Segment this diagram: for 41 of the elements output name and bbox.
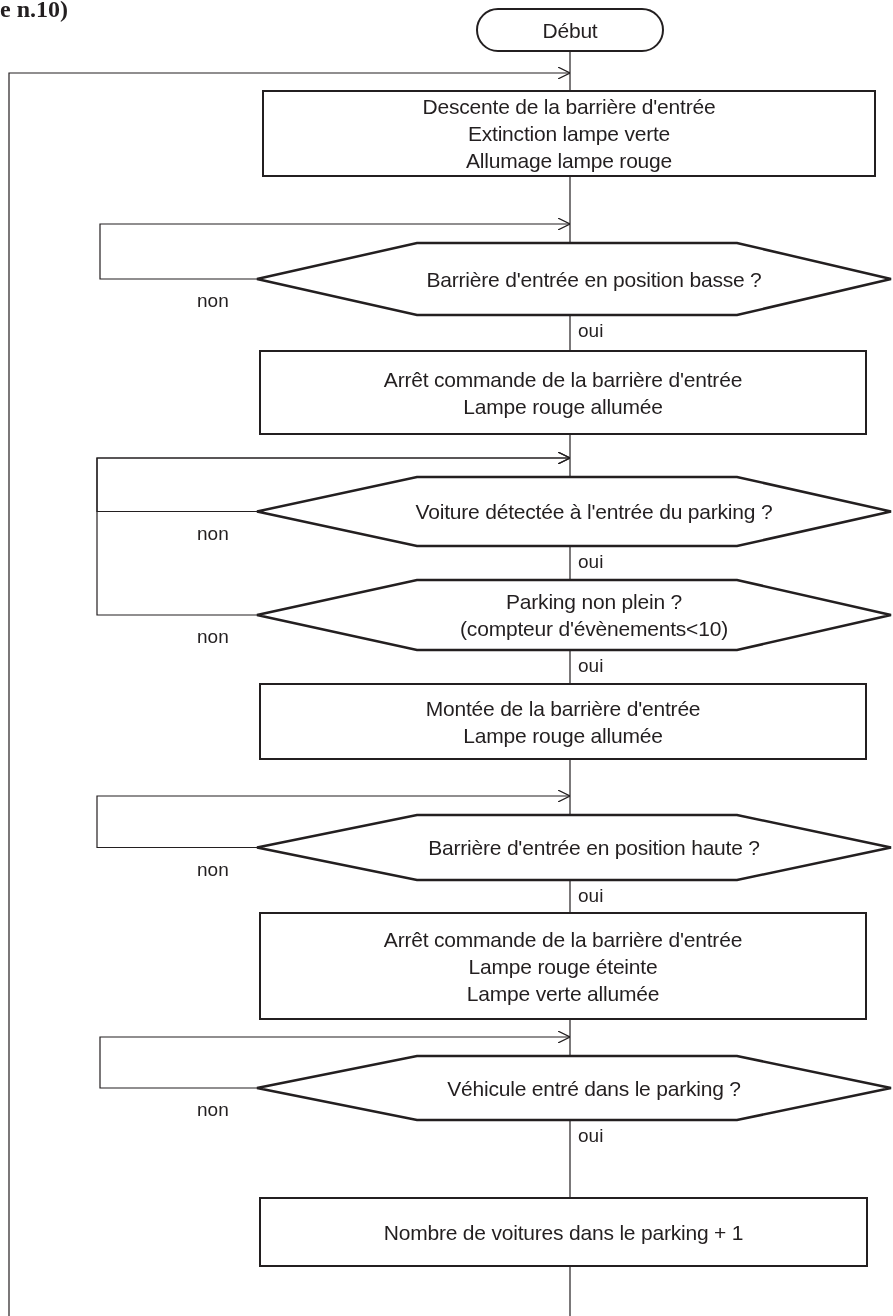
connector-line [569,434,571,478]
process-box [259,912,867,1020]
arrow [8,66,571,1316]
node-text: Barrière d'entrée en position haute ? [428,835,760,861]
process-box [259,350,867,435]
node-text: Voiture détectée à l'entrée du parking ? [415,499,773,525]
node-text: Montée de la barrière d'entrée [425,695,701,722]
node-text: Barrière d'entrée en position basse ? [426,266,762,293]
node-text: Arrêt commande de la barrière d'entrée [383,926,743,953]
connector-line [569,1019,571,1057]
start-terminal [476,8,664,52]
decision-hexagon [257,243,891,315]
decision-hexagon [257,1056,891,1120]
arrow [99,1030,571,1089]
node-text: Lampe verte allumée [466,980,660,1007]
arrow [99,217,571,280]
heading-fragment: e n.10) [0,0,68,23]
node-text: Lampe rouge allumée [463,393,663,420]
node-text: Nombre de voitures dans le parking + 1 [383,1219,744,1246]
node-text: Allumage lampe rouge [465,148,673,174]
node-text: Début [542,17,598,44]
connector-line [569,51,571,91]
node-text: (compteur d'évènements<10) [460,616,728,642]
process-box [262,90,876,177]
node-text: Véhicule entré dans le parking ? [447,1075,741,1102]
decision-hexagon [257,815,891,880]
node-text: Extinction lampe verte [467,121,671,147]
node-text: Arrêt commande de la barrière d'entrée [383,366,743,393]
arrow [96,451,571,616]
connector-line [569,176,571,244]
node-text: Lampe rouge éteinte [468,953,658,980]
connector-line [569,759,571,816]
node-text: Lampe rouge allumée [463,722,663,749]
connector-line [569,1266,571,1316]
node-text: Parking non plein ? [506,589,682,615]
process-box [259,1197,868,1267]
node-text: Descente de la barrière d'entrée [422,94,716,120]
decision-hexagon [257,477,891,546]
process-box [259,683,867,760]
arrow [96,789,571,849]
decision-hexagon [257,580,891,650]
